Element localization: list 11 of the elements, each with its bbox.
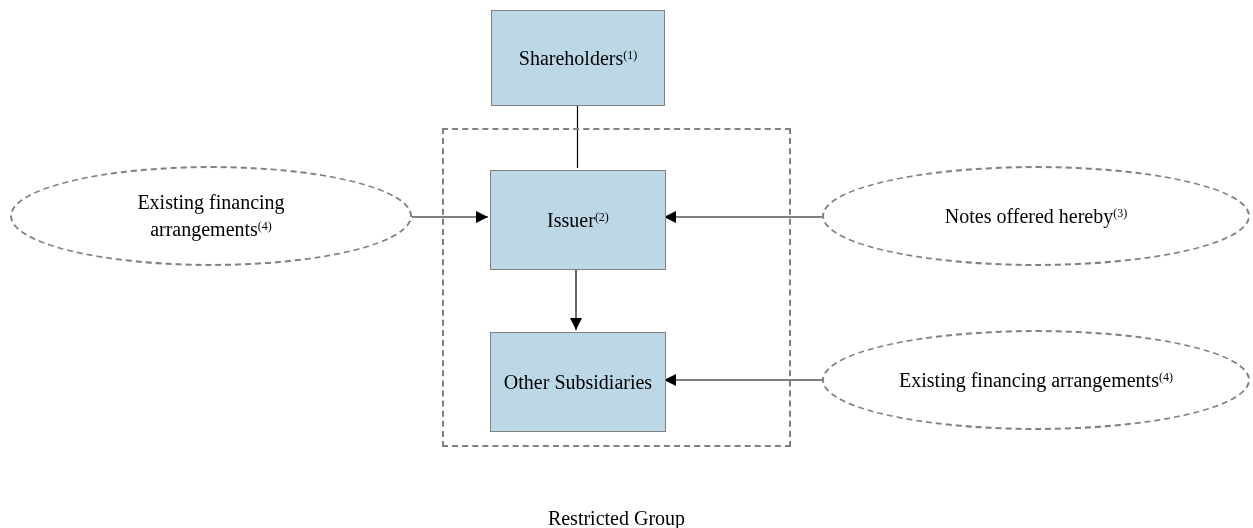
entity-box <box>490 170 666 270</box>
arrow <box>411 211 489 223</box>
node-label: Existing financing arrangements$^{(4)}$ <box>899 367 1173 394</box>
node-label: Shareholders$^{(1)}$ <box>518 45 638 71</box>
entity-box <box>491 10 665 106</box>
connector-line <box>576 105 579 169</box>
node-label: Existing financing arrangements$^{(4)}$ <box>136 190 286 243</box>
entity-box <box>490 332 666 432</box>
node-label: Other Subsidiaries <box>503 369 653 395</box>
node-label: Issuer$^{(2)}$ <box>547 207 609 233</box>
node-label: Notes offered hereby$^{(3)}$ <box>944 203 1128 230</box>
